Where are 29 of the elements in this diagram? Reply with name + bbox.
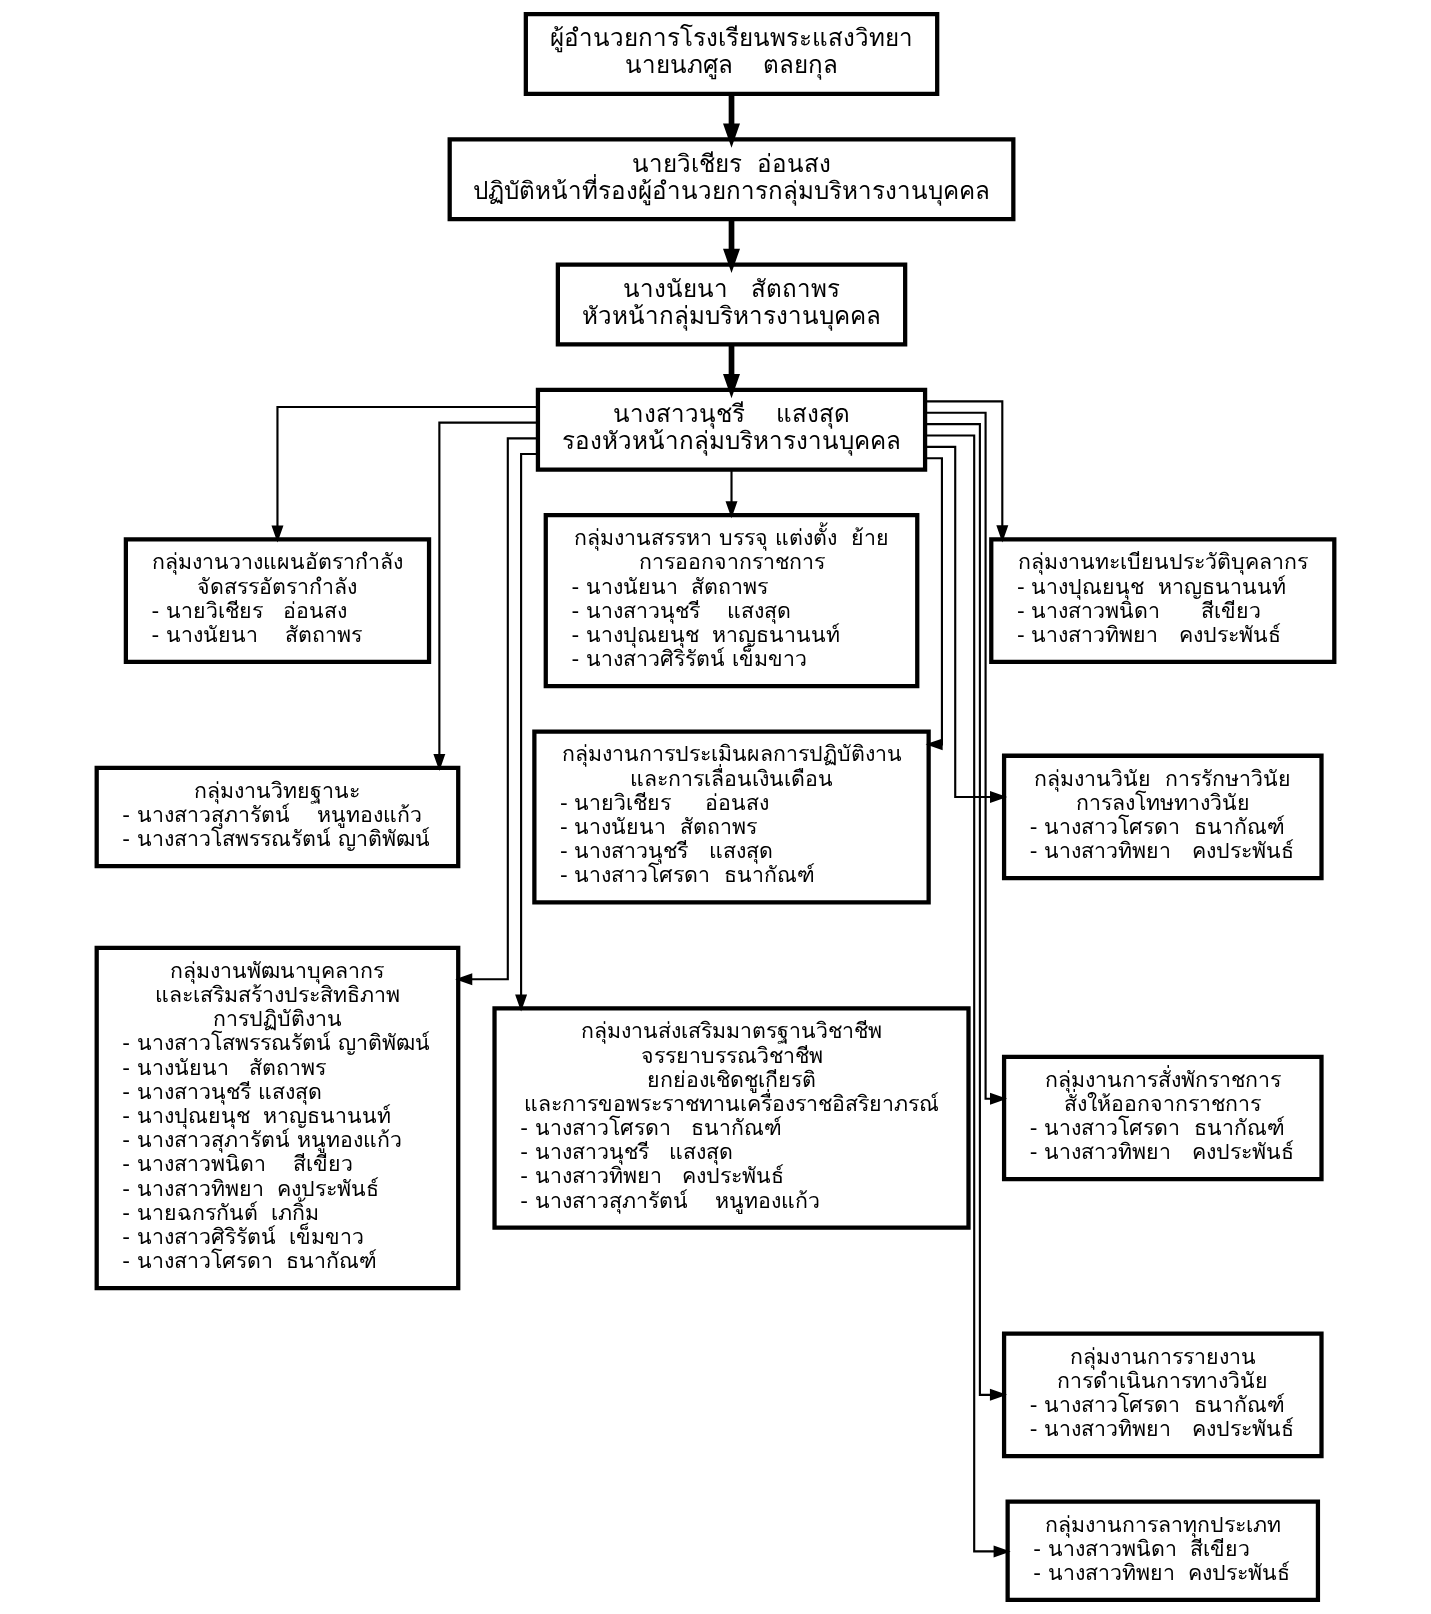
node-box: ผู้อำนวยการโรงเรียนพระแสงวิทยา นายนภศูล ตลยกุล	[523, 12, 940, 97]
node-box: กลุ่มงานวิทยฐานะ - นางสาวสุภารัตน์ หนูทองแก้ว - นางสาวโสพรรณรัตน์ ญาติพัฒน์	[94, 765, 461, 869]
node-box: กลุ่มงานการรายงาน การดำเนินการทางวินัย - นางสาวโศรดา ธนากัณฑ์ - นางสาวทิพยา คงประพันธ์	[1001, 1331, 1324, 1459]
node-box: นายวิเชียร อ่อนสง ปฏิบัติหน้าที่รองผู้อำนวยการกลุ่มบริหารงานบุคคล	[447, 137, 1016, 222]
node-box: กลุ่มงานการสั่งพักราชการ สั่งให้ออกจากราชการ - นางสาวโศรดา ธนากัณฑ์ - นางสาวทิพยา คงประพันธ์	[1001, 1054, 1324, 1182]
arrow	[925, 457, 943, 751]
arrow	[725, 469, 738, 519]
node-box: นางสาวนุชรี แสงสุด รองหัวหน้ากลุ่มบริหารงานบุคคล	[535, 387, 928, 472]
arrow	[455, 437, 538, 986]
arrow	[723, 219, 740, 273]
arrow	[271, 405, 538, 543]
node-box: กลุ่มงานสรรหา บรรจุ แต่งตั้ง ย้าย การออกจากราชการ - นางนัยนา สัตถาพร - นางสาวนุชรี แสงสุด - นางปุณยนุช หาญธนานนท์ - นางสาวศิริรัตน์ เข็มขาว	[543, 513, 920, 689]
arrow	[723, 344, 740, 399]
node-box: กลุ่มงานวางแผนอัตรากำลัง จัดสรรอัตรากำลัง - นายวิเชียร อ่อนสง - นางนัยนา สัตถาพร	[123, 537, 432, 664]
arrow	[925, 411, 1008, 1105]
node-box: กลุ่มงานการประเมินผลการปฏิบัติงาน และการเลื่อนเงินเดือน - นายวิเชียร อ่อนสง - นางนัยนา สัตถาพร - นางสาวนุชรี แสงสุด - นางสาวโศรดา ธนากัณฑ์	[532, 729, 931, 905]
arrow	[515, 452, 538, 1012]
node-box: กลุ่มงานพัฒนาบุคลากร และเสริมสร้างประสิทธิภาพ การปฏิบัติงาน - นางสาวโสพรรณรัตน์ ญาติพัฒน์ - นางนัยนา สัตถาพร - นางสาวนุชรี แสงสุด - นางปุณยนุช หาญธนานนท์ - นางสาวสุภารัตน์ หนูทองแก้ว - นางสาวพนิดา สีเขียว - นางสาวทิพยา คงประพันธ์ - นายฉกรกันต์ เภกิ้ม - นางสาวศิริรัตน์ เข็มขาว - นางสาวโศรดา ธนากัณฑ์	[94, 945, 461, 1291]
arrow	[925, 423, 1008, 1401]
node-box: นางนัยนา สัตถาพร หัวหน้ากลุ่มบริหารงานบุคคล	[555, 262, 908, 347]
node-box: กลุ่มงานวินัย การรักษาวินัย การลงโทษทางวินัย - นางสาวโศรดา ธนากัณฑ์ - นางสาวทิพยา คงประพันธ์	[1001, 753, 1324, 881]
arrow	[723, 94, 740, 148]
arrow	[925, 434, 1011, 1558]
node-box: กลุ่มงานทะเบียนประวัติบุคลากร - นางปุณยนุช หาญธนานนท์ - นางสาวพนิดา สีเขียว - นางสาวทิพยา คงประพันธ์	[989, 537, 1337, 664]
arrow	[925, 400, 1009, 543]
node-box: กลุ่มงานส่งเสริมมาตรฐานวิชาชีพ จรรยาบรรณวิชาชีพ ยกย่องเชิดชูเกียรติ และการขอพระราชทานเครื่องราชอิสริยาภรณ์ - นางสาวโศรดา ธนากัณฑ์ - นางสาวนุชรี แสงสุด - นางสาวทิพยา คงประพันธ์ - นางสาวสุภารัตน์ หนูทองแก้ว	[492, 1006, 971, 1230]
node-box: กลุ่มงานการลาทุกประเภท - นางสาวพนิดา สีเขียว - นางสาวทิพยา คงประพันธ์	[1005, 1499, 1321, 1602]
arrow	[433, 421, 538, 772]
arrow	[925, 445, 1008, 804]
